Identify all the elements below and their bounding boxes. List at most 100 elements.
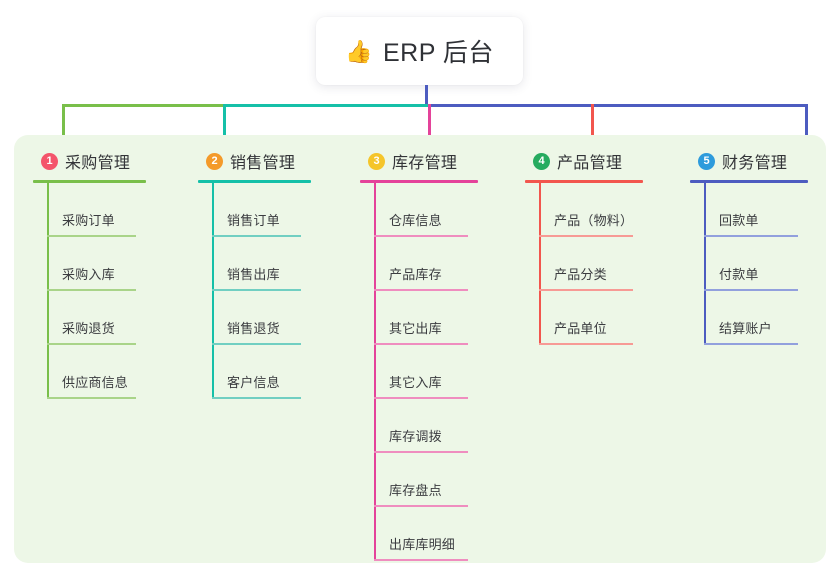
thumbs-up-icon: 👍 [345,39,373,64]
branch-number-badge: 4 [533,152,550,170]
branch-item-label: 采购订单 [62,213,115,228]
branch-item-label: 销售出库 [227,267,280,282]
branch-item-label: 销售订单 [227,213,280,228]
branch-number-badge: 2 [206,152,223,170]
branch-title-label: 采购管理 [65,155,131,172]
branch-item-list: 产品（物料） 产品分类产品单位 [525,183,643,345]
branch-item-list: 仓库信息产品库存其它出库其它入库库存调拨库存盘点出库库明细 [360,183,478,561]
branch-number-badge: 1 [41,152,58,170]
branch-item-list: 采购订单采购入库采购退货供应商信息 [33,183,146,399]
branch-item-label: 付款单 [719,267,759,282]
branch-item-label: 供应商信息 [62,375,129,390]
branch-item-rule [212,235,301,237]
branch-item-rule [374,505,468,507]
branch-item-label: 其它入库 [389,375,442,390]
branch-item-label: 销售退货 [227,321,280,336]
branch-item[interactable]: 采购订单 [47,183,146,237]
bus-bar-segment-3 [428,104,594,107]
branch-item[interactable]: 客户信息 [212,345,311,399]
branch-drop-2 [223,104,226,149]
branch-item[interactable]: 销售退货 [212,291,311,345]
branch-item-label: 采购退货 [62,321,115,336]
branch-header-1[interactable]: 1 采购管理 [33,149,146,173]
branch-spine [47,183,49,399]
branch-item-label: 客户信息 [227,375,280,390]
branch-title-label: 库存管理 [392,155,458,172]
branch-item[interactable]: 出库库明细 [374,507,478,561]
branch-item[interactable]: 结算账户 [704,291,808,345]
branch-item[interactable]: 回款单 [704,183,808,237]
branch-header-2[interactable]: 2 销售管理 [198,149,311,173]
branch-item-rule [539,289,633,291]
branch-header-rule [690,180,808,183]
root-node-label: ERP 后台 [383,39,494,67]
branch-item-label: 采购入库 [62,267,115,282]
branch-item-rule [374,397,468,399]
root-node-card[interactable]: 👍 ERP 后台 [316,17,523,85]
branch-item[interactable]: 付款单 [704,237,808,291]
branch-item-rule [47,343,136,345]
branch-item-rule [704,343,798,345]
branch-item[interactable]: 供应商信息 [47,345,146,399]
branch-item-rule [212,343,301,345]
branch-item[interactable]: 仓库信息 [374,183,478,237]
branch-item[interactable]: 产品分类 [539,237,643,291]
branch-number-badge: 3 [368,152,385,170]
branch-item-label: 其它出库 [389,321,442,336]
branch-column-1: 1 采购管理采购订单采购入库采购退货供应商信息 [33,149,146,399]
branch-item[interactable]: 其它出库 [374,291,478,345]
branch-item-label: 结算账户 [719,321,772,336]
branch-item[interactable]: 销售订单 [212,183,311,237]
branch-item-rule [374,343,468,345]
branch-item-rule [47,289,136,291]
branch-spine [374,183,376,561]
branch-item[interactable]: 产品库存 [374,237,478,291]
branch-header-rule [525,180,643,183]
branch-item-label: 出库库明细 [389,537,456,552]
branch-item-label: 产品（物料） [554,213,634,228]
branch-item[interactable]: 其它入库 [374,345,478,399]
branch-item-rule [539,235,633,237]
branch-spine [704,183,706,345]
branch-item[interactable]: 产品（物料） [539,183,643,237]
branch-title-label: 销售管理 [230,155,296,172]
branch-spine [539,183,541,345]
branch-drop-5 [805,104,808,149]
branch-item[interactable]: 销售出库 [212,237,311,291]
branch-item-rule [374,235,468,237]
bus-bar-segment-4 [591,104,808,107]
branch-drop-1 [62,104,65,149]
branch-item-rule [374,451,468,453]
branch-item-rule [374,559,468,561]
branch-item-label: 库存盘点 [389,483,442,498]
branch-item[interactable]: 采购退货 [47,291,146,345]
branch-drop-3 [428,104,431,149]
branch-item[interactable]: 产品单位 [539,291,643,345]
branch-item-rule [47,235,136,237]
branch-item-rule [47,397,136,399]
branch-item-rule [704,289,798,291]
branch-item-label: 回款单 [719,213,759,228]
branch-item[interactable]: 采购入库 [47,237,146,291]
branch-item[interactable]: 库存调拨 [374,399,478,453]
branch-header-3[interactable]: 3 库存管理 [360,149,478,173]
branch-number-badge: 5 [698,152,715,170]
bus-bar-segment-1 [62,104,226,107]
branch-item-label: 产品分类 [554,267,607,282]
branch-column-3: 3 库存管理仓库信息产品库存其它出库其它入库库存调拨库存盘点出库库明细 [360,149,478,561]
trunk-connector [425,85,428,107]
root-node-title: 👍 ERP 后台 [345,33,494,69]
mindmap-panel: 1 采购管理采购订单采购入库采购退货供应商信息 2 销售管理销售订单销售出库销售退货客… [14,135,826,563]
branch-header-rule [33,180,146,183]
branch-spine [212,183,214,399]
branch-header-rule [198,180,311,183]
branch-column-2: 2 销售管理销售订单销售出库销售退货客户信息 [198,149,311,399]
branch-item-label: 仓库信息 [389,213,442,228]
branch-item[interactable]: 库存盘点 [374,453,478,507]
branch-item-rule [374,289,468,291]
branch-drop-4 [591,104,594,149]
